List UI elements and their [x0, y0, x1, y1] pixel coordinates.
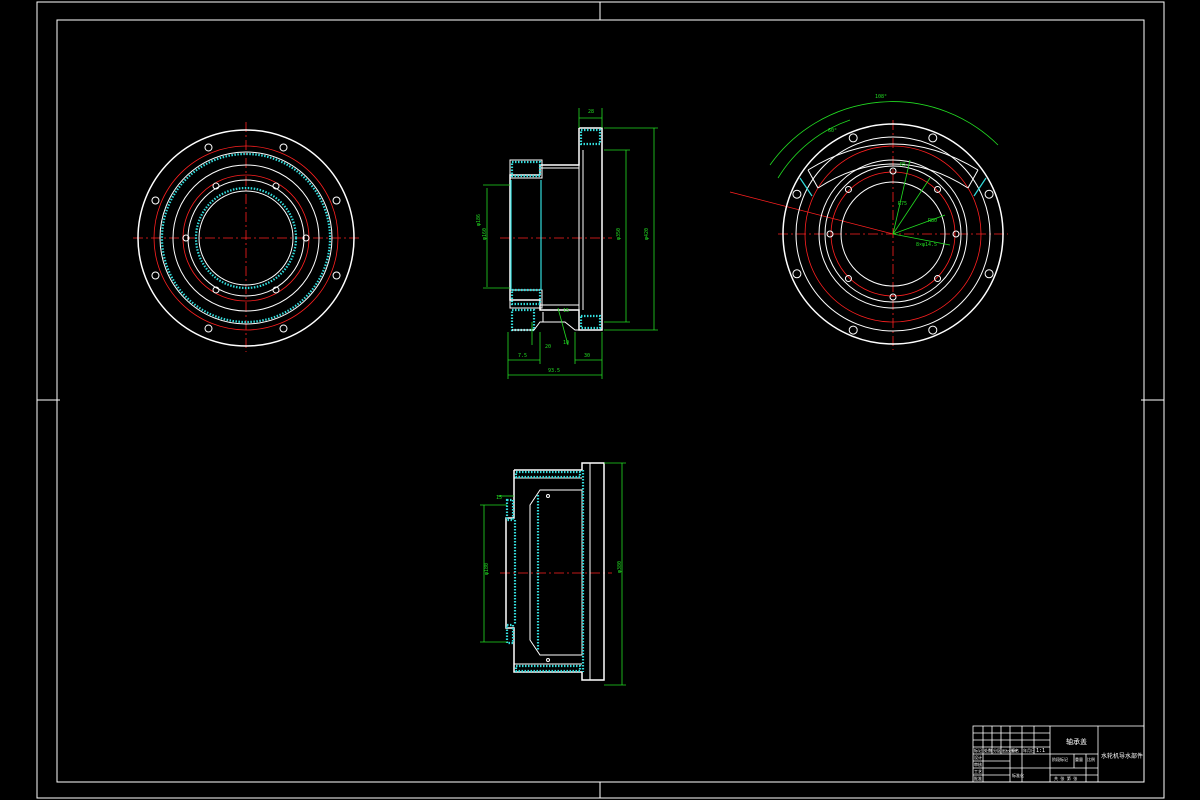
bolt-hole: [984, 269, 994, 279]
dim-lower-bore: φ180: [484, 563, 490, 575]
bolt-hole: [272, 286, 280, 294]
title-hdr-count: 处数: [984, 747, 992, 753]
bolt-hole: [151, 271, 160, 280]
front-view: [133, 122, 362, 352]
sheet-frame: [36, 1, 1165, 799]
bolt-hole: [934, 275, 942, 283]
title-sheet-label: 共 张 第 张: [1054, 775, 1077, 781]
dim-total-width: 93.5: [548, 368, 560, 374]
dim-radius-r3: R80: [928, 218, 937, 224]
title-stage-label: 阶段标记: [1052, 756, 1068, 762]
title-block: 轴承盖 水轮机导水部件 1:1 标记 处数 分区 更改文件号 签名 年月日 设计…: [972, 725, 1145, 783]
title-drawing-title: 水轮机导水部件: [1101, 752, 1143, 760]
dim-angle-b: 60°: [828, 128, 837, 134]
title-hdr-change-doc: 更改文件号: [1002, 748, 1017, 753]
title-design-label: 设计: [974, 754, 982, 760]
bolt-hole: [889, 167, 897, 175]
bolt-hole: [332, 196, 341, 205]
title-hdr-mark: 标记: [974, 747, 982, 753]
bolt-hole: [182, 234, 190, 242]
dim-chamfer: 10: [563, 340, 569, 346]
dim-width-b: 30: [584, 353, 590, 359]
title-part-name: 轴承盖: [1066, 737, 1087, 746]
lower-section-view: φ180 φ380 15: [480, 462, 626, 686]
dim-lower-outer: φ380: [617, 561, 623, 573]
bolt-hole: [848, 325, 858, 335]
title-process-label: 工艺: [974, 769, 982, 774]
bolt-hole: [204, 324, 213, 333]
bolt-hole: [279, 324, 288, 333]
bolt-hole: [792, 269, 802, 279]
title-standardize-label: 标准化: [1012, 772, 1024, 778]
dim-angle-a: 108°: [875, 94, 887, 100]
dim-radius-r1: R5: [900, 162, 906, 168]
dim-radius-r2: R75: [898, 201, 907, 207]
bolt-hole: [332, 271, 341, 280]
dim-bore-diameter: φ160: [482, 228, 488, 240]
bolt-hole: [928, 133, 938, 143]
title-scale: 1:1: [1036, 748, 1045, 754]
bolt-hole: [889, 293, 897, 301]
dim-hole-callout: 8×φ14.5: [916, 242, 937, 248]
bolt-hole: [279, 143, 288, 152]
bolt-hole: [934, 185, 942, 193]
bolt-hole: [844, 185, 852, 193]
title-weight-label: 重量: [1075, 756, 1083, 762]
bolt-hole: [848, 133, 858, 143]
bolt-hole: [302, 234, 310, 242]
bolt-hole: [212, 182, 220, 190]
bolt-hole: [212, 286, 220, 294]
title-hdr-sign: 签名: [1011, 747, 1019, 753]
dim-width-a: 20: [545, 344, 551, 350]
radial-view: 108° 60° R5 R75 R80 8×φ14.5: [729, 94, 1008, 350]
bolt-hole: [952, 230, 960, 238]
title-hdr-zone: 分区: [993, 747, 1001, 753]
title-hdr-date: 年月日: [1023, 747, 1035, 753]
dim-mid-diameter: φ350: [616, 228, 622, 240]
title-review-label: 审核: [974, 761, 982, 767]
dim-outer-diameter: φ420: [644, 228, 650, 240]
bolt-hole: [151, 196, 160, 205]
title-approve-label: 批准: [974, 775, 982, 781]
bolt-hole: [204, 143, 213, 152]
dim-step: 7.5: [518, 353, 527, 359]
dim-inner-diameter: φ186: [476, 214, 482, 226]
section-view: 28 φ160 φ186 φ350 φ420 20 30 7.5 93.5 15…: [476, 108, 658, 379]
dim-lip: 15: [563, 308, 569, 314]
dim-flange-thickness: 28: [588, 109, 594, 115]
dim-lower-step: 15: [496, 495, 502, 501]
bolt-hole: [792, 189, 802, 199]
title-scale-label: 比例: [1087, 756, 1095, 762]
bolt-hole: [984, 189, 994, 199]
bolt-hole: [272, 182, 280, 190]
bolt-hole: [844, 275, 852, 283]
bolt-hole: [826, 230, 834, 238]
bolt-hole: [928, 325, 938, 335]
